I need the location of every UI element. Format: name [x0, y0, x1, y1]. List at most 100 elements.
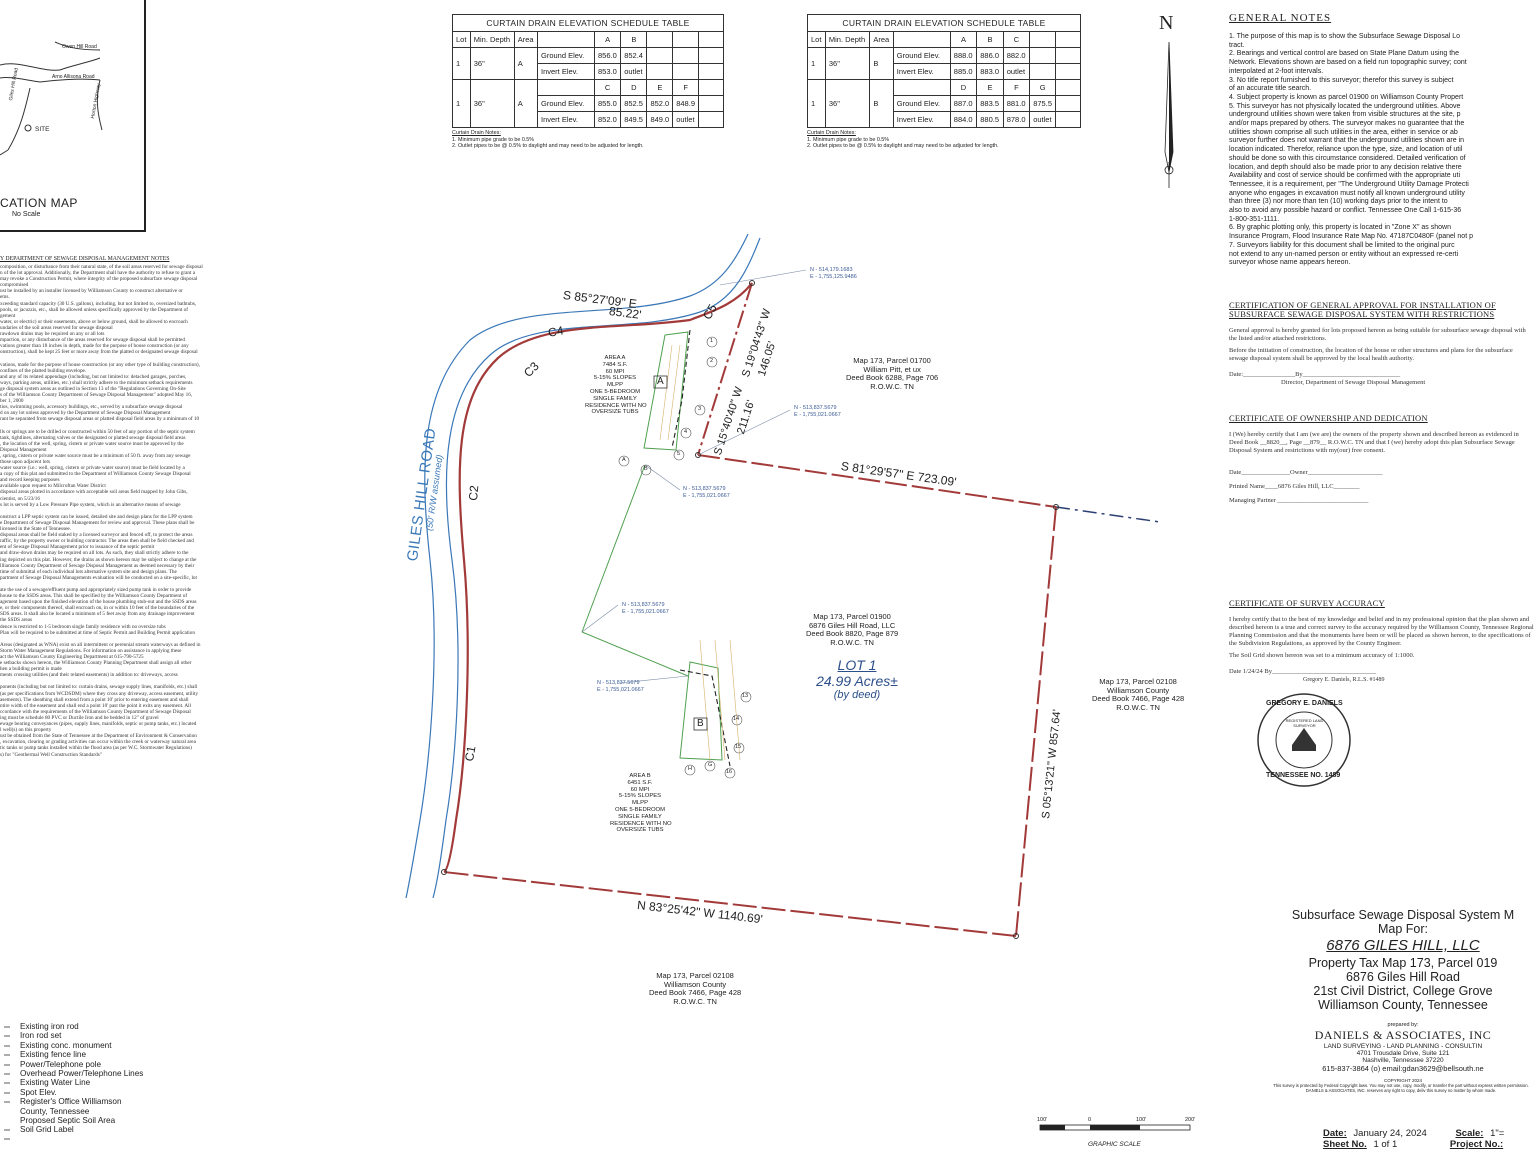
curve-c1: C1	[462, 744, 479, 763]
tie-line-6	[581, 604, 619, 633]
sewage-note-line: raffic, by the property owner or buildin…	[0, 538, 194, 545]
parcel-02108-south: Map 173, Parcel 02108 Williamson County …	[649, 971, 742, 1006]
soil-area-b	[679, 661, 723, 761]
sewage-note-line: ate the use of a sewage/effluent pump an…	[0, 586, 192, 593]
general-note-line: underground utilities shown were taken f…	[1229, 111, 1461, 119]
sewage-note-line: xceeding standard capacity (30 U.S. gall…	[0, 300, 197, 307]
general-note-line: Tennessee, it is a requirement, per "The…	[1229, 180, 1469, 188]
title-block: Subsurface Sewage Disposal System M Map …	[1273, 908, 1529, 1093]
sewage-note-line: tank, tightlines, alternating valves or …	[0, 434, 186, 441]
sewage-note-line: e Department of Sewage Disposal Manageme…	[0, 519, 195, 526]
corner-se-east	[1053, 504, 1059, 510]
legend-item: County, Tennessee	[20, 1106, 90, 1116]
general-note-line: 3. No title report furnished to this sur…	[1229, 76, 1454, 84]
road-edge-west	[405, 233, 749, 899]
general-note-line: 1. The purpose of this map is to show th…	[1229, 33, 1461, 40]
location-map-title: CATION MAP	[0, 196, 78, 210]
parcel-01700: Map 173, Parcel 01700 William Pitt, et u…	[846, 356, 939, 391]
legend-item: Existing fence line	[20, 1050, 86, 1060]
curtain-drain-b	[679, 669, 731, 767]
curve-c4: C4	[547, 323, 565, 340]
cert-ownership: CERTIFICATE OF OWNERSHIP AND DEDICATION …	[1229, 413, 1536, 505]
sewage-note-line: composition, or disturbance from their n…	[0, 264, 203, 270]
legend-item: Register's Office Williamson	[20, 1097, 122, 1107]
sewage-note-line: SDS areas. It shall also be located a mi…	[0, 611, 195, 618]
tie-line-5	[644, 464, 681, 491]
sewage-note-line: Disposal Management	[0, 446, 47, 453]
sewage-note-line: water, or electric) or their easements, …	[0, 318, 188, 325]
sewage-note-line: ust be installed by an installer license…	[0, 288, 183, 295]
location-map-scale: No Scale	[12, 211, 41, 218]
tie-line-2	[581, 631, 689, 677]
sewage-note-line: available upon request to Milcroftan Wat…	[0, 483, 106, 490]
grid-label: 15	[735, 744, 742, 750]
line-east	[697, 454, 1057, 508]
general-note-line: Availability and cost of service should …	[1229, 172, 1460, 180]
grid-label: 1	[710, 338, 714, 344]
legend-item: Power/Telephone pole	[20, 1059, 102, 1069]
project-label: Project No.:	[1449, 1139, 1504, 1150]
location-map: Owen Hill Road Arno Allisona Road Giles …	[0, 0, 146, 232]
legend-item: Existing Water Line	[20, 1078, 91, 1088]
general-note-line: surveyor further does not warrant that t…	[1229, 137, 1465, 145]
north-arrow: N	[1155, 12, 1185, 192]
sheet-label: Sheet No.	[1323, 1139, 1367, 1150]
grid-circle	[740, 691, 752, 703]
general-note-line: Insurance Program, Flood Insurance Rate …	[1229, 233, 1473, 241]
legend-item: Iron rod set	[20, 1031, 62, 1041]
sewage-note-line: water source (i.e.: well, spring, cister…	[0, 465, 185, 472]
grid-circle	[673, 449, 685, 461]
sewage-note-line: ments crossing utilities (and their rela…	[0, 672, 178, 679]
seal-bottom-text: TENNESSEE NO. 1489	[1266, 772, 1341, 779]
sewage-note-line: ing must be schedule 80 PVC or Ductile I…	[0, 714, 159, 721]
sewage-note-line: mpaction, or any disturbance of the area…	[0, 337, 185, 344]
parcel-01900: Map 173, Parcel 01900 6876 Giles Hill Ro…	[806, 612, 899, 647]
general-note-line: also to avoid any possible hazard or con…	[1229, 207, 1462, 215]
sewage-note-line: confines of the platted building envelop…	[0, 367, 87, 374]
surveyor-seal: GREGORY E. DANIELS REGISTERED LAND SURVE…	[1254, 690, 1354, 790]
sewage-note-line: rawdown drains may be required on any or…	[0, 331, 105, 338]
general-note-line: 1-800-351-1111.	[1229, 215, 1280, 223]
sewage-note-line: vations, made for the purpose of house c…	[0, 361, 200, 368]
sewage-note-line: licensed in the State of Tennessee.	[0, 526, 71, 533]
general-note-line: surveyor whose name appears hereon.	[1229, 259, 1351, 267]
sewage-note-line: disposal areas shall be field staked by …	[0, 532, 193, 539]
area-a-description: AREA A 7484 S.F. 60 MPI 5-15% SLOPES MLP…	[585, 355, 647, 416]
sewage-note-line: ing depicted on this plat. However, the …	[0, 556, 197, 563]
grid-label: 14	[733, 716, 740, 722]
general-note-line: Network. Elevations shown are based on a…	[1229, 59, 1467, 67]
area-a-tag-box	[653, 375, 668, 389]
sewage-note-line: hen a building permit is made	[0, 666, 62, 673]
sewage-note-line: ber 1, 2000	[0, 398, 24, 405]
tie-line-4	[697, 409, 791, 456]
sewage-notes-lines: composition, or disturbance from their n…	[0, 264, 262, 758]
sewage-note-line: ge disposal system areas as outlined in …	[0, 385, 186, 392]
general-note-line: should be done so with this circumstance…	[1229, 154, 1466, 162]
sewage-disposal-notes: Y DEPARTMENT OF SEWAGE DISPOSAL MANAGEME…	[0, 256, 262, 758]
sewage-note-line: gement	[0, 312, 16, 319]
sewage-note-line: , the location of the well, spring, cist…	[0, 440, 184, 447]
legend-item: Existing conc. monument	[20, 1040, 112, 1050]
sewage-note-line: ems.	[0, 294, 10, 301]
sewage-notes-title: Y DEPARTMENT OF SEWAGE DISPOSAL MANAGEME…	[0, 256, 170, 262]
sewage-note-line: ccordance with the requirements of the W…	[0, 708, 191, 715]
grid-label: 2	[710, 358, 714, 364]
contour-b2	[714, 639, 726, 761]
legend-symbols	[4, 1026, 10, 1140]
legend-item: Overhead Power/Telephone Lines	[20, 1068, 144, 1078]
coord-tie: N - 513,837.5679 E - 1,755,021.0667	[622, 602, 669, 615]
contour-b3	[729, 639, 741, 761]
curve-c2: C2	[466, 484, 482, 502]
sewage-note-line: and any of its related appendage (includ…	[0, 373, 187, 380]
property-line-road	[443, 282, 753, 873]
sewage-note-line: Areas (designated as WNA) exist on all i…	[0, 641, 201, 648]
sewage-note-line: undaries of the soil areas reserved for …	[0, 324, 113, 331]
grid-label: 4	[684, 429, 688, 435]
corner-ne	[749, 280, 755, 286]
grid-circle	[680, 427, 692, 439]
table-notes: Curtain Drain Notes: 1. Minimum pipe gra…	[452, 130, 644, 150]
sewage-note-line: l well(s) on this property	[0, 727, 52, 734]
sewage-note-line: Storm Water Management Regulations. For …	[0, 647, 182, 654]
grid-label: A	[622, 457, 626, 463]
